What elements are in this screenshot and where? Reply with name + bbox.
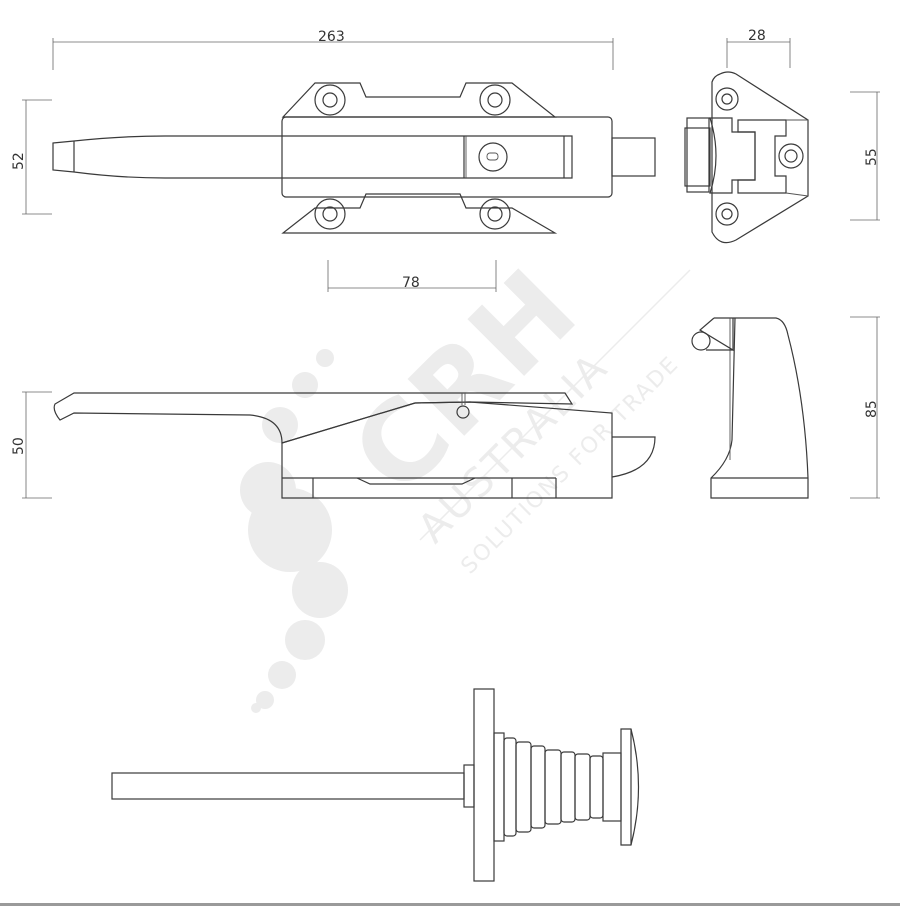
dimension-label-85: 85 [864, 400, 880, 418]
dimension-label-78: 78 [402, 275, 420, 291]
strike-front-view: 28 55 [684, 28, 880, 244]
dimension-label-52: 52 [11, 152, 27, 170]
watermark-dots [240, 349, 348, 713]
inside-release-view [111, 688, 640, 882]
latch-side-view: 50 [11, 391, 656, 499]
dimension-height-52: 52 [11, 99, 52, 215]
dimension-label-55: 55 [864, 148, 880, 166]
dimension-label-28: 28 [748, 28, 766, 44]
dimension-strike-height: 55 [850, 91, 880, 221]
dimension-strike-width: 28 [726, 28, 791, 68]
dimension-hole-spacing: 78 [327, 260, 497, 292]
bottom-border [0, 903, 900, 906]
dimension-side-height: 50 [11, 391, 52, 499]
dimension-label-50: 50 [11, 437, 27, 455]
dimension-overall-length: 263 [52, 29, 614, 70]
watermark: CRH AUSTRALIA SOLUTIONS FOR TRADE [240, 246, 691, 713]
latch-top-view: 263 52 78 [11, 29, 656, 292]
dimension-label-263: 263 [318, 29, 345, 45]
strike-side-view: 85 [691, 316, 880, 499]
dimension-strike-side-height: 85 [850, 316, 880, 499]
